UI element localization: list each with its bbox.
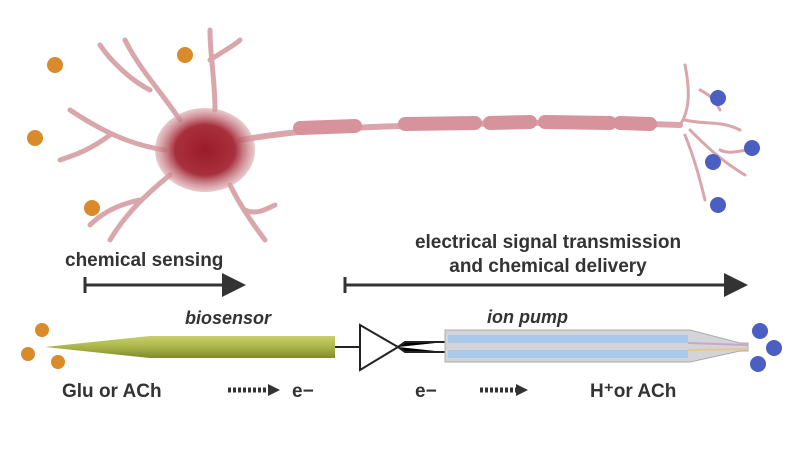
dotted-arrow-pump [480,384,528,396]
biosensor-needle [45,336,335,358]
myelin-sheaths [293,115,657,135]
ion-pump [444,329,749,363]
electron-in-label: e− [415,381,437,402]
transmission-label-line2: and chemical delivery [449,256,647,277]
output-wires [397,341,445,353]
neuron [57,27,752,243]
axon-terminals [678,63,752,202]
ion-pump-label: ion pump [487,307,568,327]
output-species-label: H⁺or ACh [590,381,676,402]
amplifier-icon [359,323,400,372]
dendrites-left [57,27,278,243]
biosensor-label: biosensor [185,308,272,328]
transmission-label-line1: electrical signal transmission [415,232,681,253]
input-molecules-bottom [21,323,65,369]
input-species-label: Glu or ACh [62,381,162,402]
sensing-arrow [83,273,246,297]
electron-out-label: e− [292,381,314,402]
dotted-arrow-sensor [228,384,280,396]
input-molecules-top [27,47,193,216]
soma [155,108,255,192]
transmission-arrow [343,273,748,297]
chemical-sensing-label: chemical sensing [65,250,223,271]
output-molecules-top [705,90,760,213]
output-molecules-bottom [750,323,782,372]
